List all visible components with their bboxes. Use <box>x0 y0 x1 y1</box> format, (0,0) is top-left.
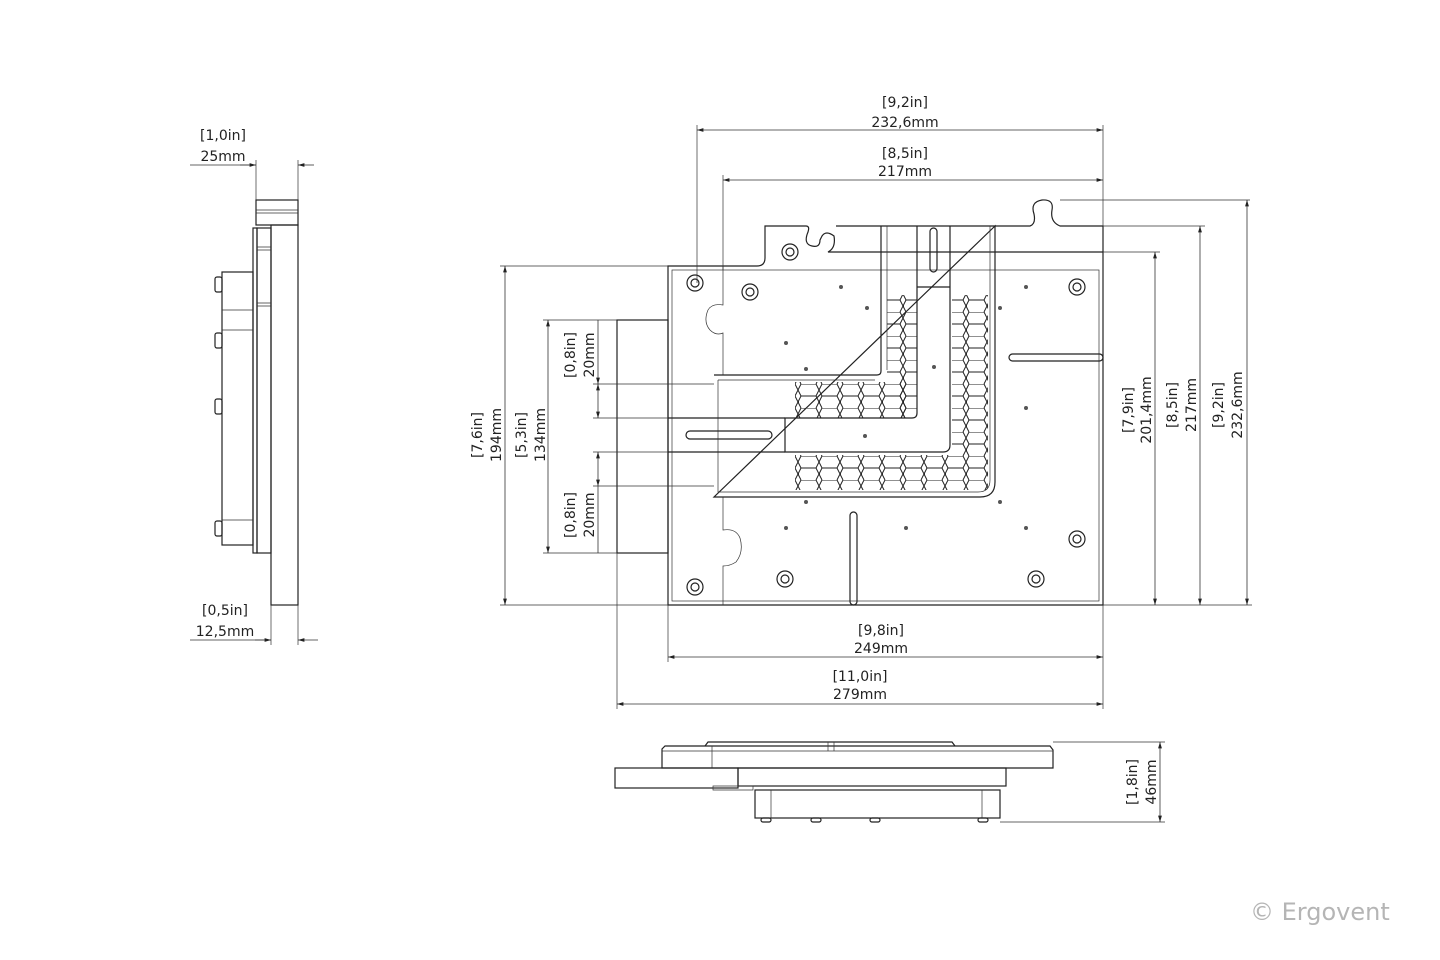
dim-label: [9,8in] <box>858 623 904 639</box>
dim-label: 217mm <box>1184 378 1200 432</box>
dim-label: [5,3in] <box>514 412 530 458</box>
dim-label: 46mm <box>1144 759 1160 804</box>
dim-label: 279mm <box>833 687 887 703</box>
side-view <box>214 199 299 606</box>
dim-label: [0,8in] <box>563 492 579 538</box>
dim-label: 232,6mm <box>871 115 938 131</box>
slot <box>685 430 773 440</box>
dim-label: [1,0in] <box>200 128 246 144</box>
dim-label: [9,2in] <box>882 95 928 111</box>
dim-label: 12,5mm <box>196 624 254 640</box>
dim-label: [11,0in] <box>833 669 888 685</box>
dim-label: 194mm <box>489 408 505 462</box>
puzzle-seam-left <box>705 266 742 605</box>
dimension-labels: [9,2in] 232,6mm [8,5in] 217mm [7,9in] 20… <box>196 95 1246 805</box>
dim-label: 20mm <box>582 332 598 377</box>
honeycomb-grid <box>887 295 917 418</box>
dimension-lines <box>190 125 1252 823</box>
slot-strip <box>668 417 785 453</box>
plate-bevel <box>671 269 1100 602</box>
slot <box>1008 353 1104 362</box>
plate-top-edge <box>836 199 1104 252</box>
bottom-view <box>614 741 1054 823</box>
screw-dots <box>784 285 1028 530</box>
dim-label: 249mm <box>854 641 908 657</box>
dim-label: [8,5in] <box>882 146 928 162</box>
dim-label: 134mm <box>533 408 549 462</box>
dim-label: 217mm <box>878 164 932 180</box>
plate-outline <box>667 225 1104 606</box>
dim-label: 25mm <box>200 149 245 165</box>
honeycomb-grid <box>952 295 988 490</box>
dim-label: [1,8in] <box>1125 759 1141 805</box>
slot <box>929 227 938 273</box>
dim-label: [0,8in] <box>563 332 579 378</box>
center-strip <box>784 226 951 453</box>
dim-label: 201,4mm <box>1139 376 1155 443</box>
dim-label: [8,5in] <box>1165 382 1181 428</box>
mounting-holes <box>686 243 1086 596</box>
studs <box>760 817 989 823</box>
dim-label: 20mm <box>582 492 598 537</box>
left-tab <box>616 319 669 554</box>
dim-label: [7,6in] <box>470 412 486 458</box>
slot <box>849 511 858 606</box>
dim-label: [7,9in] <box>1121 387 1137 433</box>
front-view <box>616 199 1250 606</box>
dim-label: [0,5in] <box>202 603 248 619</box>
watermark: © Ergovent <box>1250 898 1390 926</box>
dim-label: 232,6mm <box>1230 371 1246 438</box>
studs <box>214 276 223 537</box>
dim-label: [9,2in] <box>1211 382 1227 428</box>
honeycomb-grid <box>795 455 952 490</box>
channel-outer <box>712 224 996 498</box>
